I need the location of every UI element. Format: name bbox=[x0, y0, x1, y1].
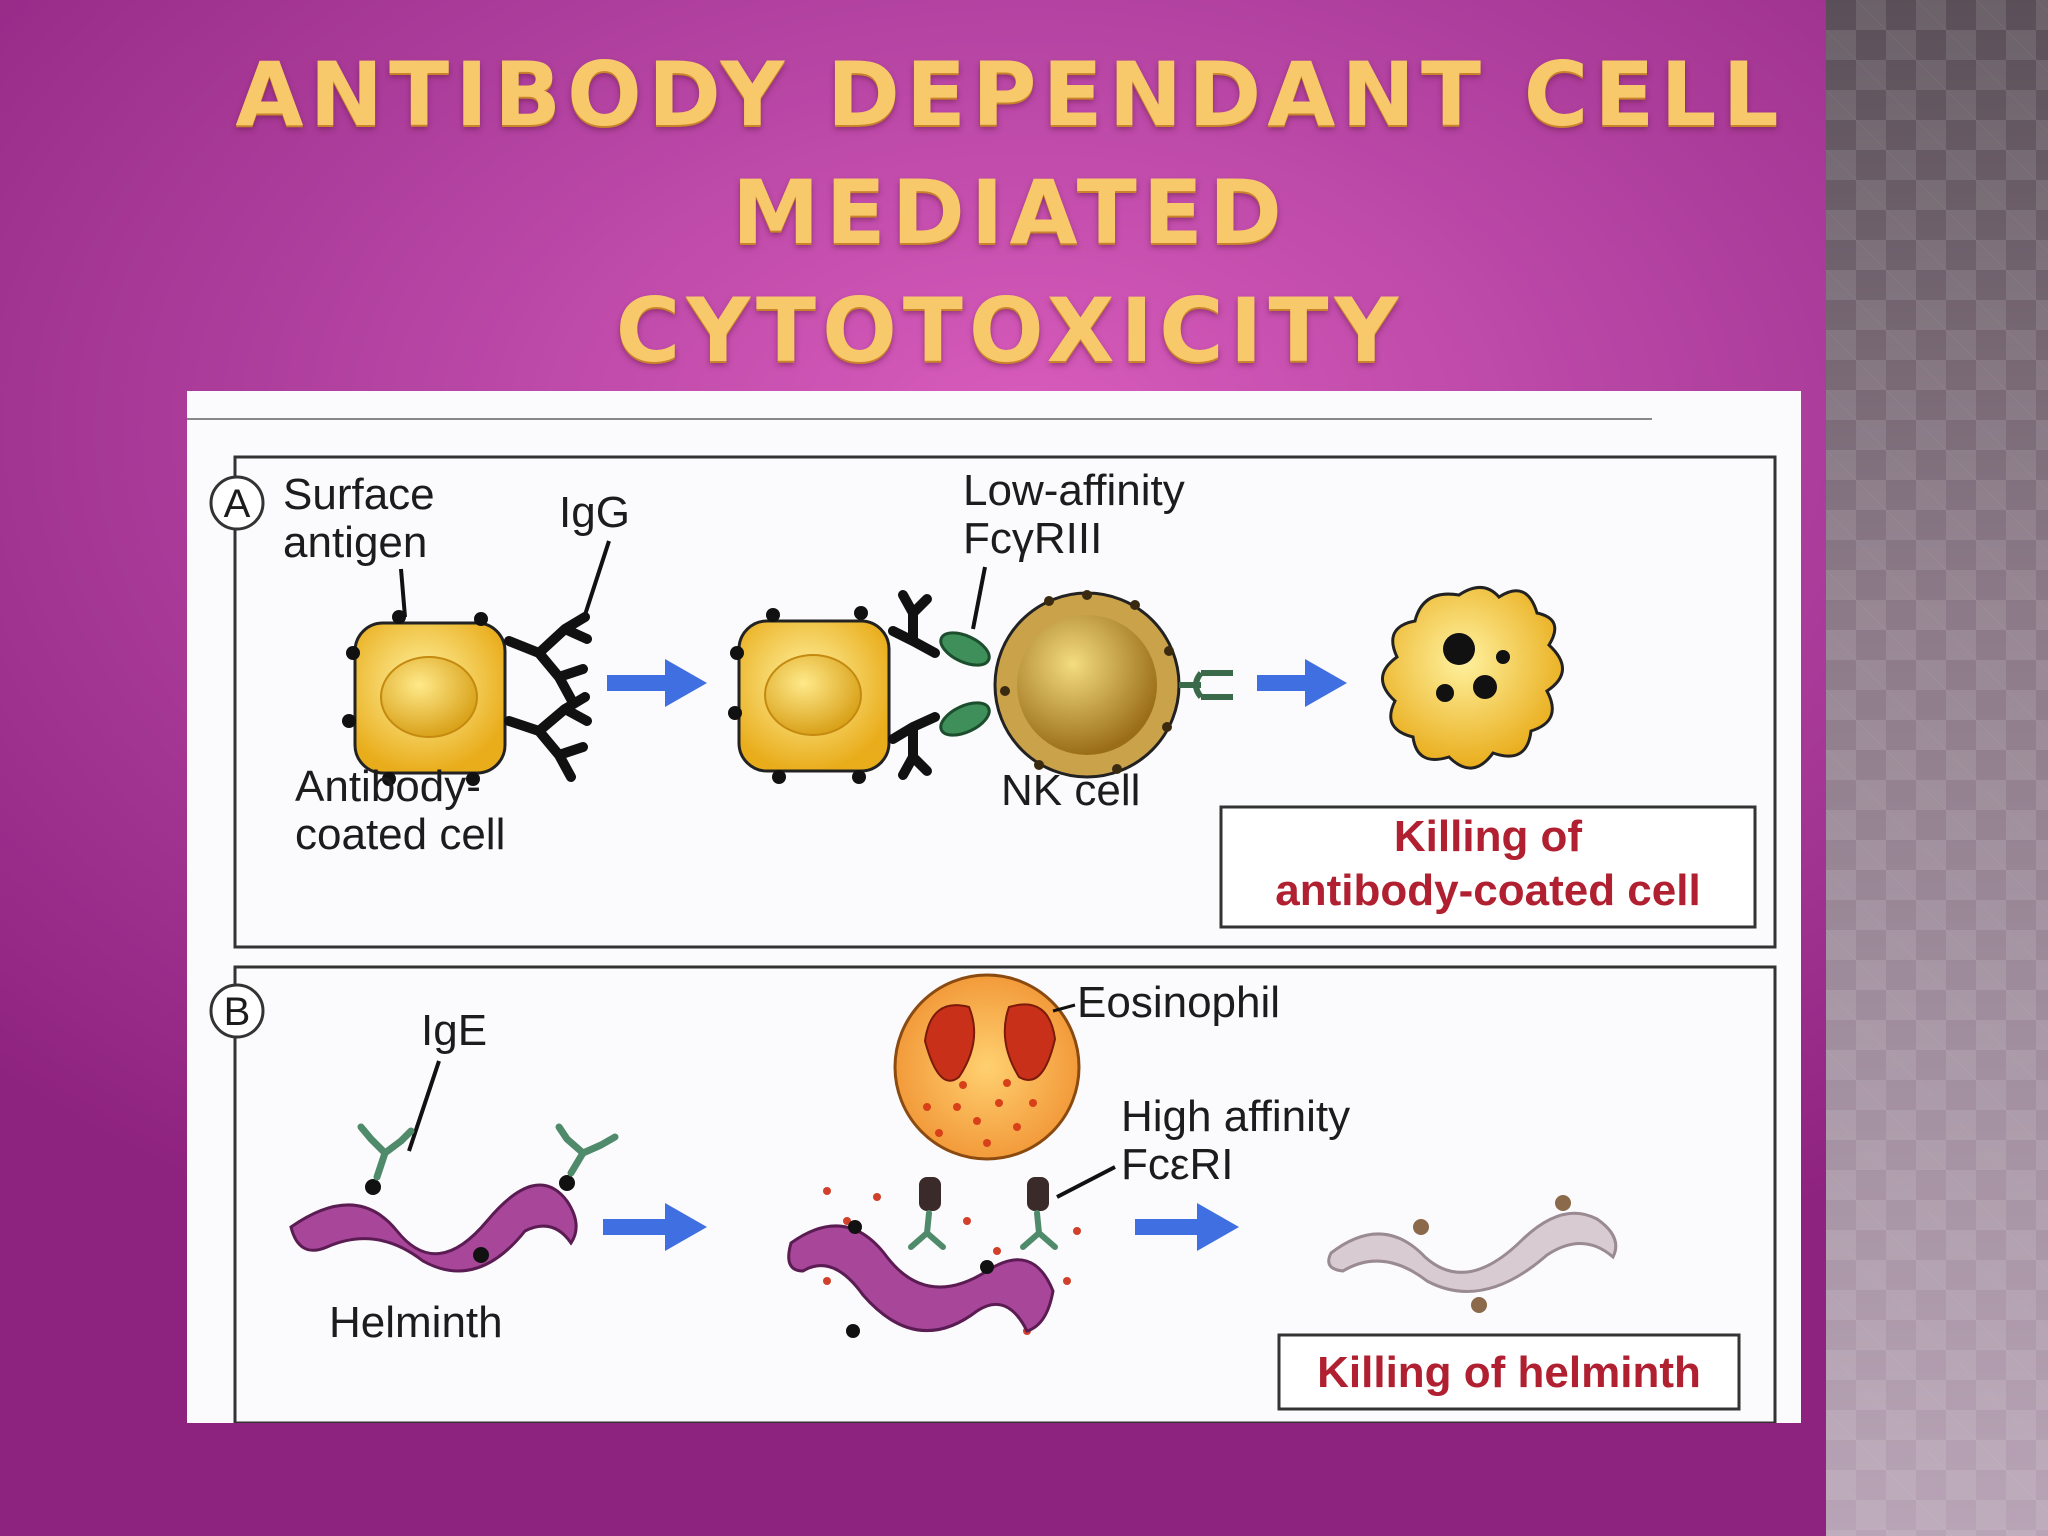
low-affinity-label-1: Low-affinity bbox=[963, 466, 1185, 515]
panel-a-circle bbox=[209, 475, 265, 531]
arrow-a2 bbox=[1257, 659, 1347, 707]
helminth-worm-1 bbox=[289, 1175, 578, 1273]
igg-antibody-1 bbox=[504, 612, 592, 704]
panel-b-circle bbox=[209, 983, 265, 1039]
eosinophil-pointer bbox=[1052, 1003, 1076, 1013]
panel-a-frame bbox=[233, 455, 1777, 949]
igg-label: IgG bbox=[559, 488, 630, 537]
igg-pointer bbox=[581, 540, 611, 622]
panel-a-letter: A bbox=[224, 482, 251, 526]
killed-target-cell bbox=[1381, 586, 1564, 770]
antibody-coated-label-1: Antibody- bbox=[295, 762, 481, 811]
panel-b-frame bbox=[233, 965, 1777, 1423]
panel-a: A Surface antigen IgG bbox=[209, 455, 1777, 949]
killed-helminth bbox=[1327, 1195, 1618, 1313]
slide-title: ANTIBODY DEPENDANT CELL MEDIATED CYTOTOX… bbox=[60, 36, 1960, 390]
fc-gamma-receptor-2 bbox=[939, 701, 991, 737]
result-box-a bbox=[1219, 805, 1757, 929]
fc-gamma-receptor-1 bbox=[939, 631, 991, 667]
high-affinity-label-1: High affinity bbox=[1121, 1092, 1350, 1141]
fc-epsilon-receptor-2 bbox=[1027, 1177, 1049, 1211]
target-cell-1 bbox=[342, 610, 507, 786]
arrow-a1 bbox=[607, 659, 707, 707]
result-box-b bbox=[1277, 1333, 1741, 1411]
target-cell-2 bbox=[728, 606, 891, 784]
nk-cell-label: NK cell bbox=[1001, 766, 1140, 815]
adcc-diagram: A Surface antigen IgG bbox=[187, 418, 1777, 1423]
antibody-coated-label-2: coated cell bbox=[295, 810, 505, 859]
helminth-label: Helminth bbox=[329, 1298, 503, 1347]
ige-antibody-1 bbox=[357, 1123, 415, 1181]
igg-antibody-3 bbox=[888, 590, 940, 658]
arrow-b2 bbox=[1135, 1203, 1239, 1251]
adcc-figure: A Surface antigen IgG bbox=[187, 391, 1801, 1423]
igg-antibody-2 bbox=[504, 692, 592, 782]
surface-antigen-label-1: Surface bbox=[283, 470, 435, 519]
result-a-line2: antibody-coated cell bbox=[1275, 866, 1700, 915]
eosinophil-label: Eosinophil bbox=[1077, 978, 1280, 1027]
fc-epsilon-receptor-1 bbox=[919, 1177, 941, 1211]
igg-antibody-4 bbox=[888, 712, 940, 780]
surface-antigen-label-2: antigen bbox=[283, 518, 427, 567]
eosinophil-cell bbox=[893, 973, 1081, 1161]
low-affinity-label-2: FcγRIII bbox=[963, 514, 1102, 563]
slide-title-line1: ANTIBODY DEPENDANT CELL MEDIATED bbox=[235, 43, 1785, 264]
ige-antibody-bound bbox=[908, 1210, 1058, 1250]
slide-title-line2: CYTOTOXICITY bbox=[615, 279, 1405, 382]
helminth-worm-2 bbox=[787, 1220, 1055, 1338]
high-affinity-pointer bbox=[1056, 1165, 1116, 1199]
result-a-line1: Killing of bbox=[1394, 812, 1583, 861]
nk-cell bbox=[993, 590, 1233, 779]
decorative-side-strip bbox=[1826, 0, 2048, 1536]
low-affinity-pointer bbox=[971, 566, 987, 630]
panel-b: B IgE Helminth bbox=[209, 965, 1777, 1423]
ige-label: IgE bbox=[421, 1006, 487, 1055]
panel-b-letter: B bbox=[224, 990, 251, 1034]
ige-antibody-2 bbox=[555, 1123, 619, 1177]
surface-antigen-pointer bbox=[399, 568, 407, 618]
result-b-label: Killing of helminth bbox=[1317, 1348, 1701, 1397]
arrow-b1 bbox=[603, 1203, 707, 1251]
ige-pointer bbox=[407, 1060, 441, 1152]
high-affinity-label-2: FcεRI bbox=[1121, 1140, 1234, 1189]
